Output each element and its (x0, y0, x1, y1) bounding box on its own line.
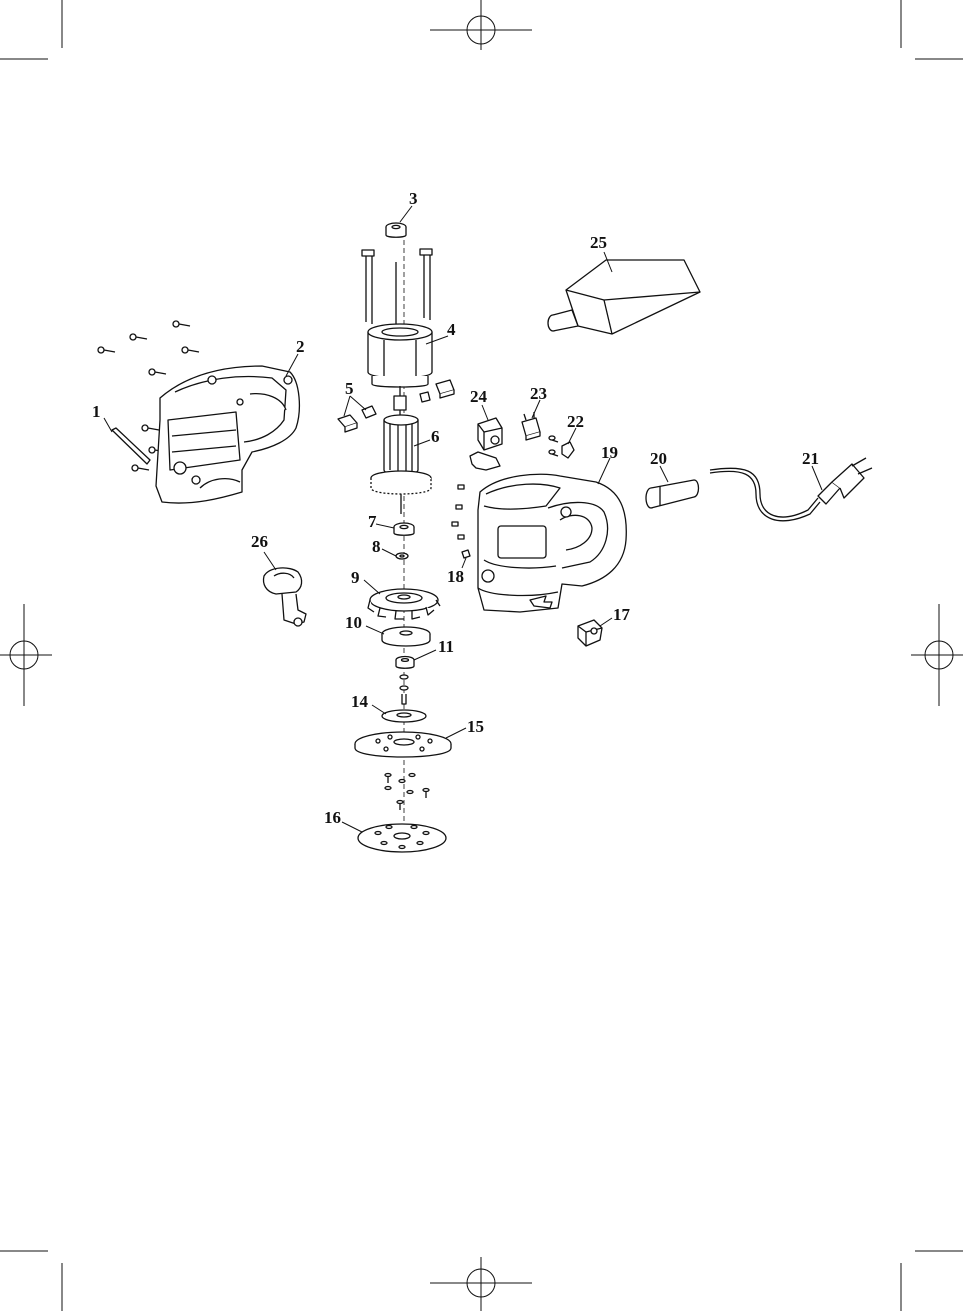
label-part-10: 10 (345, 613, 362, 632)
part-14-brake-ring (382, 710, 426, 722)
registration-mark-bottom (430, 1257, 532, 1311)
label-part-6: 6 (431, 427, 440, 446)
label-part-18: 18 (447, 567, 464, 586)
part-15-backing-pad (355, 732, 451, 757)
part-16-sanding-disc (358, 824, 446, 852)
part-10-counterweight (382, 627, 430, 646)
pad-screws (385, 774, 429, 811)
part-23-capacitor (522, 412, 540, 440)
label-part-23: 23 (530, 384, 547, 403)
part-26-side-handle (264, 568, 307, 626)
registration-mark-right (911, 604, 963, 706)
axis-hardware (400, 675, 408, 704)
part-8-washer (396, 553, 408, 559)
registration-mark-top (430, 0, 532, 50)
registration-mark-left (0, 604, 52, 706)
part-4-stator (362, 249, 432, 387)
label-part-14: 14 (351, 692, 369, 711)
part-2-left-housing (156, 366, 299, 503)
label-part-16: 16 (324, 808, 341, 827)
part-20-cord-protector (646, 480, 699, 508)
label-part-4: 4 (447, 320, 456, 339)
label-part-3: 3 (409, 189, 418, 208)
part-19-right-housing (478, 474, 626, 612)
label-part-17: 17 (613, 605, 631, 624)
label-part-1: 1 (92, 402, 101, 421)
part-3-bearing (386, 223, 406, 237)
label-part-7: 7 (368, 512, 377, 531)
part-6-armature (371, 386, 431, 514)
label-part-24: 24 (470, 387, 488, 406)
part-17-adapter (578, 620, 602, 646)
part-7-bearing (394, 523, 414, 535)
label-part-8: 8 (372, 537, 381, 556)
label-part-5: 5 (345, 379, 354, 398)
part-24-switch (470, 418, 502, 470)
part-11-bearing (396, 657, 414, 669)
label-part-20: 20 (650, 449, 667, 468)
label-part-11: 11 (438, 637, 454, 656)
label-part-22: 22 (567, 412, 584, 431)
label-part-9: 9 (351, 568, 360, 587)
label-part-26: 26 (251, 532, 268, 551)
label-part-25: 25 (590, 233, 607, 252)
label-part-19: 19 (601, 443, 618, 462)
part-18-pins (452, 485, 470, 558)
label-part-15: 15 (467, 717, 484, 736)
label-part-21: 21 (802, 449, 819, 468)
part-21-power-cord (710, 458, 872, 521)
leader-lines (104, 206, 822, 832)
label-part-2: 2 (296, 337, 305, 356)
part-25-dust-bag (548, 260, 700, 334)
